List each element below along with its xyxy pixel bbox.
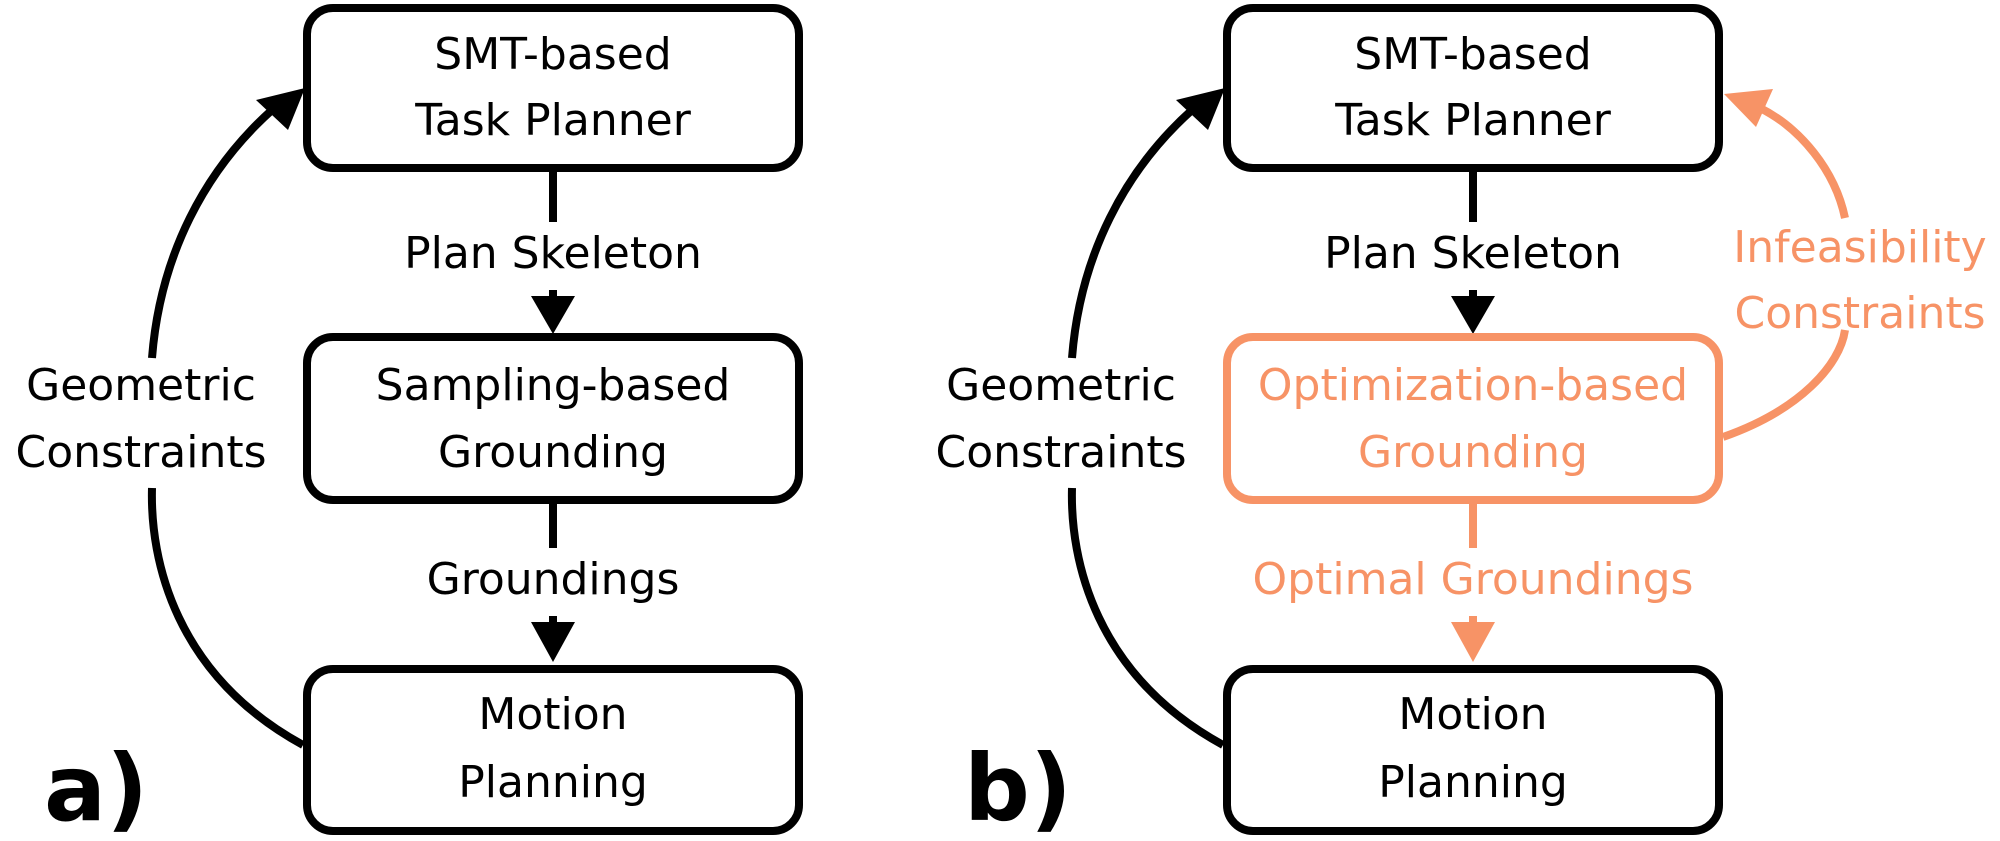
panel-b-label: b) [964,735,1072,841]
panel-a-grounding-line1: Sampling-based [376,360,731,411]
panel-a-plan-skeleton-label: Plan Skeleton [404,228,702,279]
panel-b: SMT-based Task Planner Plan Skeleton Opt… [935,4,1987,841]
panel-b-motion-planning-box [1223,665,1723,835]
panel-a-grounding-node: Sampling-based Grounding [303,333,803,504]
panel-a-feedback-arc-lower [147,487,305,749]
panel-a-feedback-arrowhead [256,88,305,130]
panel-b-plan-skeleton-label: Plan Skeleton [1324,228,1622,279]
panel-b-groundings-label: Optimal Groundings [1253,554,1694,605]
panel-a-groundings-arrowhead [531,622,575,662]
panel-b-feedback-arc-lower [1067,487,1225,749]
panel-b-grounding-node: Optimization-based Grounding [1223,333,1723,504]
panel-a-motion-planning-box [303,665,803,835]
panel-a-plan-skeleton-arrowhead [531,296,575,334]
panel-b-edge-geometric-constraints: Geometric Constraints [935,88,1225,749]
panel-a-label: a) [44,735,148,841]
panel-b-motion-line1: Motion [1398,689,1547,740]
panel-a: SMT-based Task Planner Plan Skeleton Sam… [15,4,803,841]
panel-a-grounding-line2: Grounding [438,427,668,478]
panel-b-task-planner-node: SMT-based Task Planner [1223,4,1723,172]
panel-b-grounding-line1: Optimization-based [1258,360,1688,411]
panel-b-infeasibility-label-line1: Infeasibility [1733,222,1986,273]
panel-b-motion-line2: Planning [1378,757,1568,808]
panel-b-edge-optimal-groundings: Optimal Groundings [1253,500,1694,662]
panel-b-motion-planning-node: Motion Planning [1223,665,1723,835]
panel-b-task-planner-line2: Task Planner [1334,95,1612,146]
panel-b-plan-skeleton-arrowhead [1451,296,1495,334]
panel-a-task-planner-node: SMT-based Task Planner [303,4,803,172]
panel-b-infeasibility-arc-upper [1758,104,1849,219]
panel-b-infeasibility-arc-lower [1721,329,1849,441]
panel-b-edge-plan-skeleton: Plan Skeleton [1324,168,1622,334]
panel-b-feedback-label-line1: Geometric [946,360,1176,411]
panel-a-motion-line2: Planning [458,757,648,808]
panel-b-feedback-label-line2: Constraints [935,427,1186,478]
panel-a-motion-planning-node: Motion Planning [303,665,803,835]
panel-a-edge-plan-skeleton: Plan Skeleton [404,168,702,334]
panel-a-edge-geometric-constraints: Geometric Constraints [15,88,305,749]
panel-a-task-planner-line2: Task Planner [414,95,692,146]
panel-a-motion-line1: Motion [478,689,627,740]
panel-a-feedback-label-line1: Geometric [26,360,256,411]
panel-a-edge-groundings: Groundings [427,500,680,662]
panel-a-groundings-label: Groundings [427,554,680,605]
panel-b-groundings-arrowhead [1451,622,1495,662]
panel-a-task-planner-line1: SMT-based [434,29,671,80]
panel-b-feedback-arrowhead [1176,88,1225,130]
panel-b-task-planner-line1: SMT-based [1354,29,1591,80]
panel-a-feedback-label-line2: Constraints [15,427,266,478]
panel-b-grounding-line2: Grounding [1358,427,1588,478]
panel-b-feedback-arc-upper [1068,107,1195,359]
panel-b-edge-infeasibility-constraints: Infeasibility Constraints [1721,89,1987,441]
panel-a-feedback-arc-upper [148,107,275,359]
panel-b-infeasibility-label-line2: Constraints [1734,288,1985,339]
panel-b-infeasibility-arrowhead [1724,89,1773,127]
